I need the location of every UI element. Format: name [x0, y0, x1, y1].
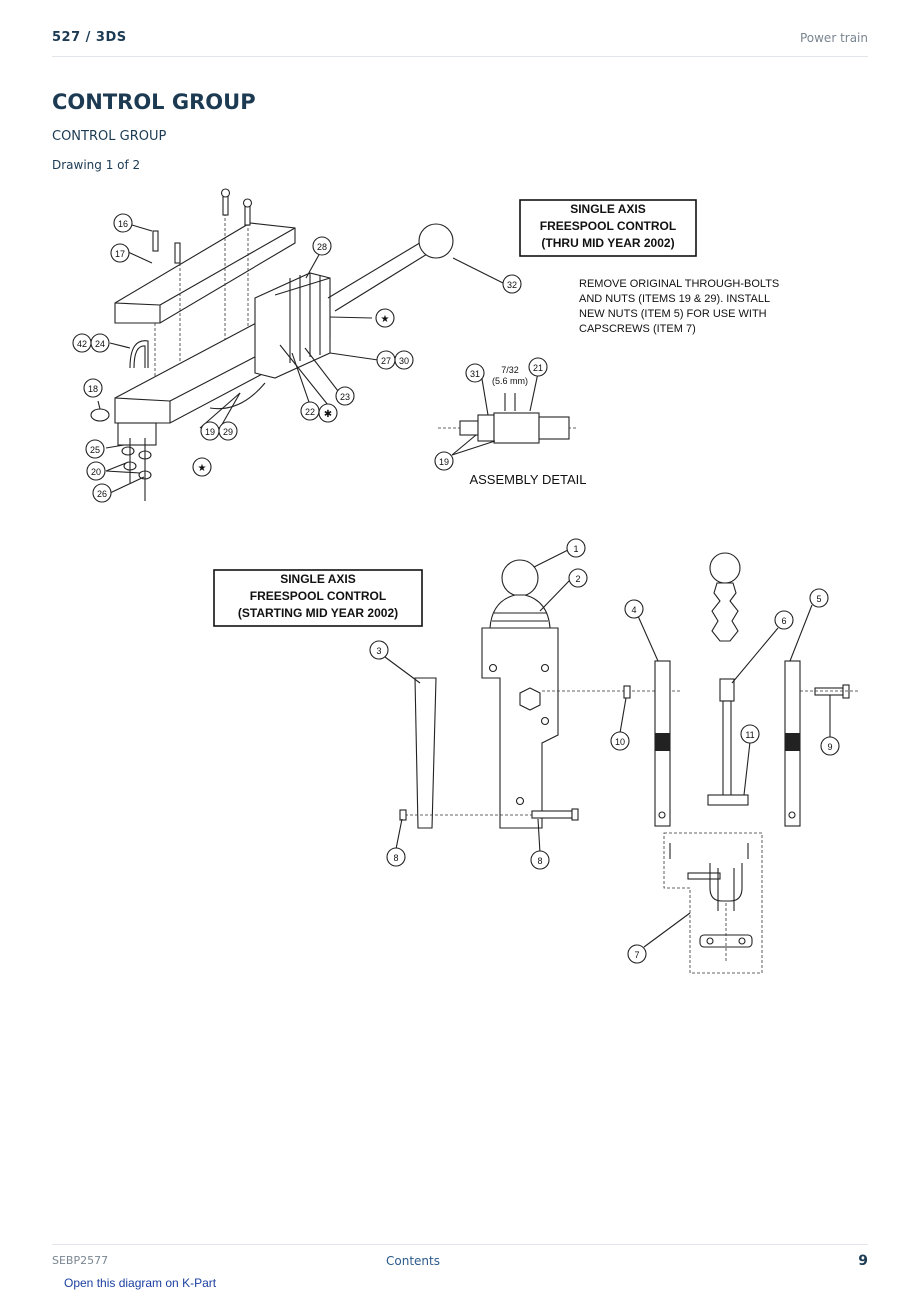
svg-text:1: 1	[573, 544, 578, 554]
callout-28: 28	[312, 236, 332, 256]
svg-text:7/32: 7/32	[501, 365, 519, 375]
lower-assembly: 1 2 3 4 5 6 8 8 9 10 11 7	[369, 538, 860, 974]
callout-10: 10	[610, 731, 630, 751]
callout-8-left: 8	[386, 847, 406, 867]
callout-20: 20	[86, 461, 106, 481]
callout-19: 19	[200, 421, 220, 441]
svg-text:24: 24	[95, 339, 105, 349]
svg-text:30: 30	[399, 356, 409, 366]
section-label: Power train	[799, 31, 868, 45]
svg-text:8: 8	[537, 856, 542, 866]
svg-text:2: 2	[575, 574, 580, 584]
svg-text:4: 4	[631, 605, 636, 615]
svg-text:(5.6 mm): (5.6 mm)	[492, 376, 528, 386]
svg-text:★: ★	[198, 463, 207, 474]
box-starting-mid-2002: SINGLE AXIS FREESPOOL CONTROL (STARTING …	[213, 569, 423, 627]
svg-text:FREESPOOL CONTROL: FREESPOOL CONTROL	[540, 219, 676, 233]
svg-text:FREESPOOL CONTROL: FREESPOOL CONTROL	[250, 589, 386, 603]
svg-text:3: 3	[376, 646, 381, 656]
callout-8-right: 8	[530, 850, 550, 870]
callout-23: 23	[335, 386, 355, 406]
svg-text:28: 28	[317, 242, 327, 252]
svg-text:22: 22	[305, 407, 315, 417]
page-number: 9	[858, 1253, 868, 1269]
svg-text:REMOVE ORIGINAL THROUGH-BOLTS: REMOVE ORIGINAL THROUGH-BOLTS	[579, 278, 779, 290]
kpart-diagram-link[interactable]: Open this diagram on K-Part	[64, 1276, 217, 1290]
svg-text:31: 31	[470, 369, 480, 379]
svg-text:6: 6	[781, 616, 786, 626]
callout-42: 42	[72, 333, 92, 353]
svg-text:27: 27	[381, 356, 391, 366]
box-thru-mid-2002: SINGLE AXIS FREESPOOL CONTROL (THRU MID …	[519, 199, 697, 257]
callout-17: 17	[110, 243, 130, 263]
page-title: CONTROL GROUP	[52, 90, 256, 114]
svg-text:19: 19	[439, 457, 449, 467]
callout-26: 26	[92, 483, 112, 503]
callout-22: 22	[300, 401, 320, 421]
svg-text:18: 18	[88, 384, 98, 394]
svg-text:5: 5	[816, 594, 821, 604]
svg-text:SINGLE AXIS: SINGLE AXIS	[280, 572, 356, 586]
callout-2: 2	[568, 568, 588, 588]
assembly-caption: ASSEMBLY DETAIL	[469, 472, 586, 487]
svg-text:19: 19	[205, 427, 215, 437]
callout-5: 5	[809, 588, 829, 608]
callout-3: 3	[369, 640, 389, 660]
svg-text:8: 8	[393, 853, 398, 863]
svg-text:23: 23	[340, 392, 350, 402]
svg-text:NEW NUTS (ITEM 5) FOR USE WITH: NEW NUTS (ITEM 5) FOR USE WITH	[579, 308, 767, 320]
callout-4: 4	[624, 599, 644, 619]
callout-25: 25	[85, 439, 105, 459]
svg-text:CAPSCREWS (ITEM 7): CAPSCREWS (ITEM 7)	[579, 323, 696, 335]
svg-text:25: 25	[90, 445, 100, 455]
svg-text:SINGLE AXIS: SINGLE AXIS	[570, 202, 646, 216]
svg-text:29: 29	[223, 427, 233, 437]
callout-1: 1	[566, 538, 586, 558]
page-footer: SEBP2577 Contents 9	[52, 1244, 868, 1275]
callout-24: 24	[90, 333, 110, 353]
svg-text:32: 32	[507, 280, 517, 290]
svg-text:AND NUTS (ITEMS 19 & 29). INST: AND NUTS (ITEMS 19 & 29). INSTALL	[579, 293, 770, 305]
svg-text:✱: ✱	[324, 409, 332, 420]
upper-assembly: 16 17 28 32 42 24 18 ★ 27 30 23 22 ✱ 19 …	[72, 188, 522, 503]
svg-text:20: 20	[91, 467, 101, 477]
svg-text:42: 42	[77, 339, 87, 349]
drawing-label: Drawing 1 of 2	[52, 158, 141, 172]
svg-text:26: 26	[97, 489, 107, 499]
star-callout: ★	[375, 308, 395, 328]
svg-text:11: 11	[745, 730, 754, 740]
callout-9: 9	[820, 736, 840, 756]
callout-31: 31	[465, 363, 485, 383]
star-callout-lower: ★	[192, 457, 212, 477]
callout-7: 7	[627, 944, 647, 964]
callout-16: 16	[113, 213, 133, 233]
callout-11: 11	[740, 724, 760, 744]
callout-32: 32	[502, 274, 522, 294]
svg-text:21: 21	[533, 363, 543, 373]
callout-18: 18	[83, 378, 103, 398]
callout-19-detail: 19	[434, 451, 454, 471]
svg-text:(STARTING MID YEAR 2002): (STARTING MID YEAR 2002)	[238, 606, 398, 620]
svg-text:★: ★	[381, 314, 390, 325]
asterisk-callout: ✱	[318, 403, 338, 423]
document-id: SEBP2577	[52, 1254, 109, 1267]
model-label: 527 / 3DS	[52, 30, 127, 45]
callout-29: 29	[218, 421, 238, 441]
page-subtitle: CONTROL GROUP	[52, 129, 167, 144]
svg-text:10: 10	[615, 737, 625, 747]
callout-21: 21	[528, 357, 548, 377]
callout-30: 30	[394, 350, 414, 370]
callout-6: 6	[774, 610, 794, 630]
svg-text:9: 9	[827, 742, 832, 752]
svg-text:(THRU MID YEAR 2002): (THRU MID YEAR 2002)	[541, 236, 674, 250]
assembly-detail: 7/32 (5.6 mm) 31 21 19 ASSEMBLY DETAIL	[434, 357, 587, 487]
parts-diagram: 16 17 28 32 42 24 18 ★ 27 30 23 22 ✱ 19 …	[72, 188, 860, 974]
installation-note: REMOVE ORIGINAL THROUGH-BOLTS AND NUTS (…	[579, 278, 779, 335]
svg-text:7: 7	[634, 950, 639, 960]
svg-text:17: 17	[115, 249, 125, 259]
svg-text:16: 16	[118, 219, 128, 229]
page-header: 527 / 3DS Power train	[52, 28, 868, 57]
contents-link[interactable]: Contents	[386, 1254, 440, 1268]
callout-27: 27	[376, 350, 396, 370]
